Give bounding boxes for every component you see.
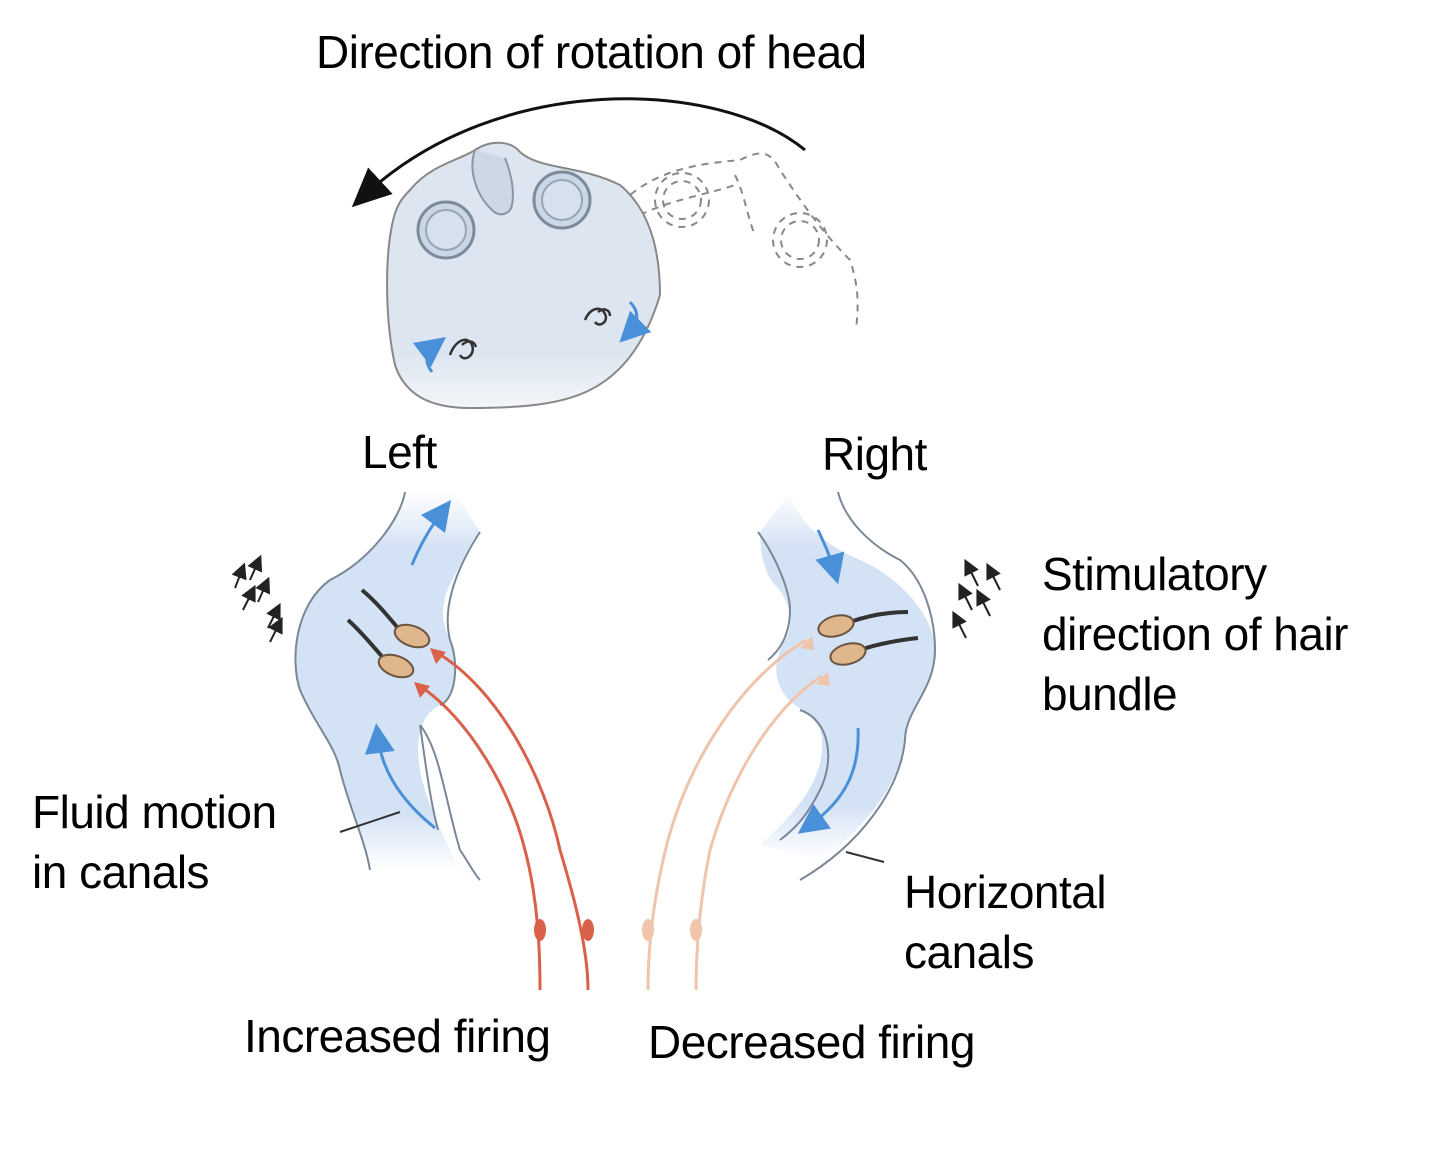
fluid-motion-leader [339,811,401,833]
head-top-view [386,141,662,410]
rotation-arrow [351,97,806,208]
right-horizontal-canal [757,491,937,881]
right-stimulatory-arrows [952,558,1001,639]
horizontal-canals-line-1: Horizontal [904,866,1107,918]
ghost-head-outline [589,152,859,331]
diagram-title: Direction of rotation of head [316,26,867,78]
left-side-label: Left [362,426,437,478]
increased-firing-nerves [414,648,594,991]
horizontal-canals-leader [845,851,885,863]
left-horizontal-canal [294,491,481,881]
fluid-motion-line-2: in canals [32,846,210,898]
horizontal-canals-label: Horizontal canals [904,862,1107,982]
decreased-firing-nerves [642,636,830,991]
decreased-firing-label: Decreased firing [648,1016,975,1068]
stimulatory-direction-label: Stimulatory direction of hair bundle [1042,544,1349,724]
stimulatory-line-2: direction of hair [1042,608,1349,660]
fluid-motion-line-1: Fluid motion [32,786,277,838]
right-side-label: Right [822,428,927,480]
increased-firing-label: Increased firing [244,1010,551,1062]
left-stimulatory-arrows [231,554,283,643]
stimulatory-line-1: Stimulatory [1042,548,1267,600]
stimulatory-line-3: bundle [1042,668,1178,720]
horizontal-canals-line-2: canals [904,926,1034,978]
fluid-motion-label: Fluid motion in canals [32,782,277,902]
